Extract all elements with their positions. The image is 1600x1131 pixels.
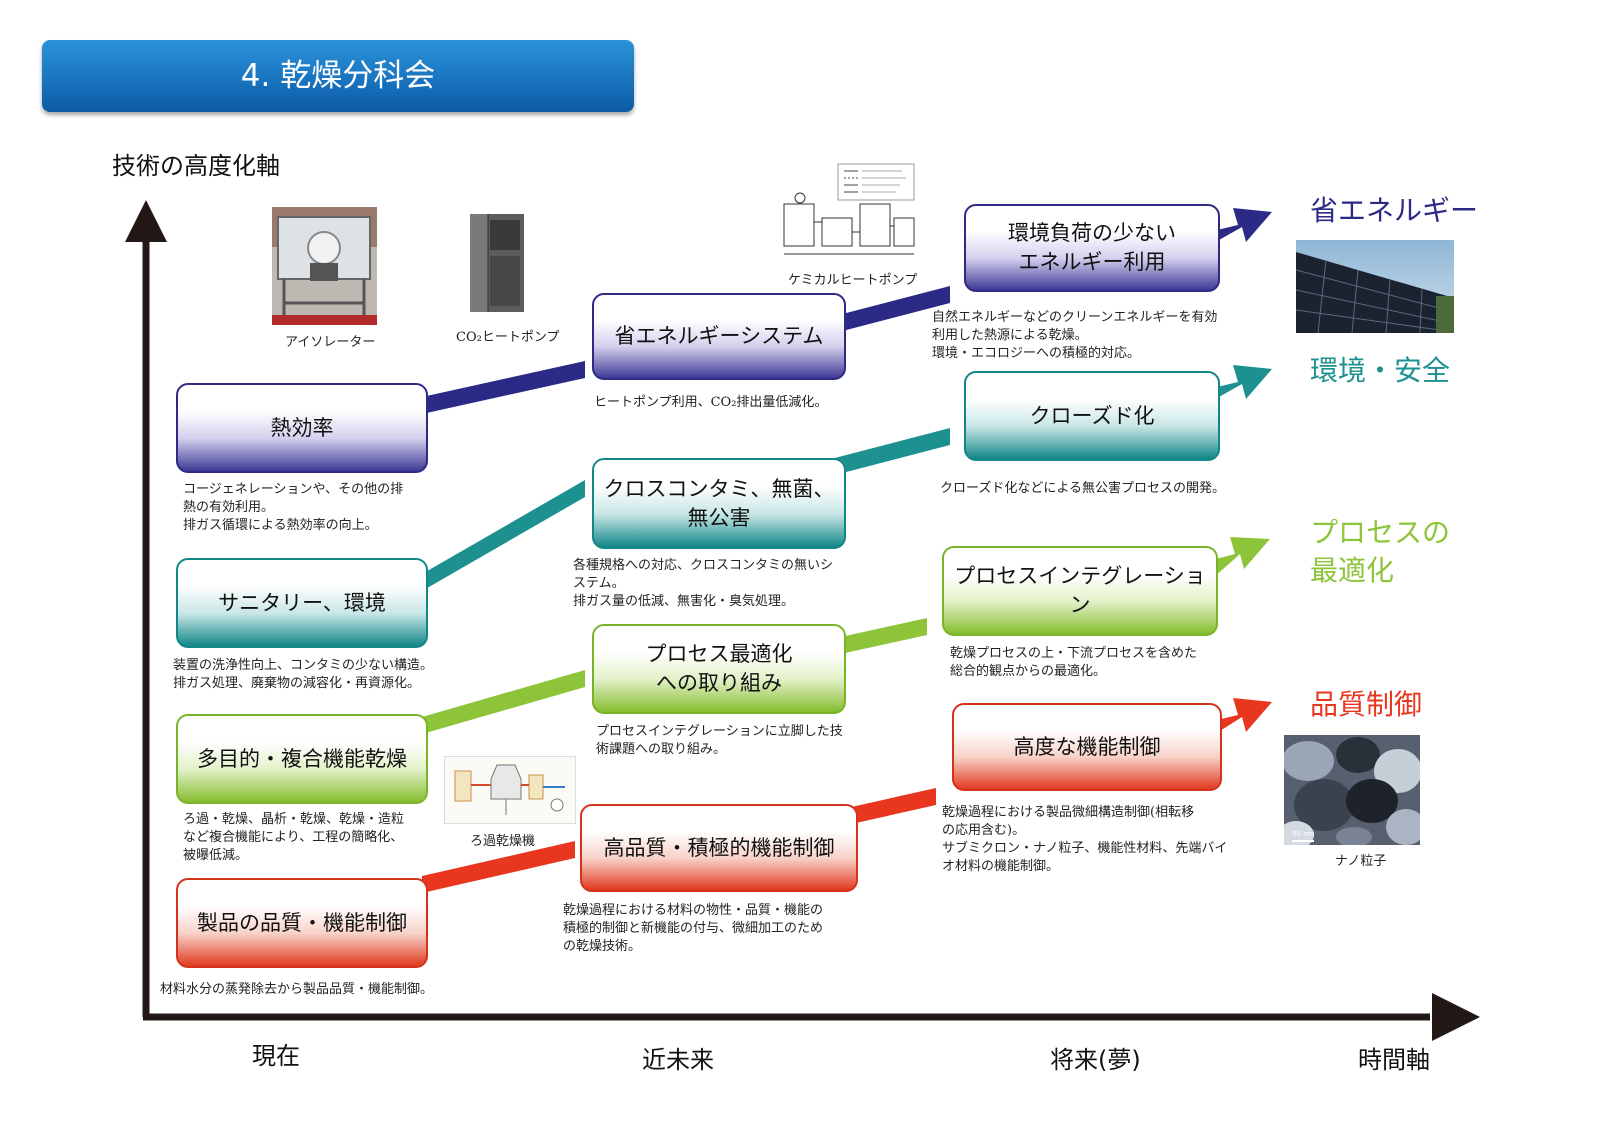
isolator-caption: アイソレーター (285, 335, 376, 350)
energy-note-present: コージェネレーションや、その他の排 熱の有効利用。 排ガス循環による熱効率の向上… (183, 482, 404, 533)
process-note-present: ろ過・乾燥、晶析・乾燥、乾燥・造粒 など複合機能により、工程の簡略化、 被曝低減… (183, 812, 405, 863)
isolator-image (272, 207, 377, 325)
environment-goal-label: 環境・安全 (1310, 354, 1451, 387)
environment-note-future: クローズド化などによる無公害プロセスの開発。 (940, 481, 1225, 496)
process-box-multipurpose-drying: 多目的・複合機能乾燥 (176, 714, 428, 804)
environment-track-arrow (422, 480, 585, 591)
process-note-near-future: プロセスインテグレーションに立脚した技 術課題への取り組み。 (596, 724, 843, 757)
quality-goal-label: 品質制御 (1310, 688, 1423, 721)
quality-note-future: 乾燥過程における製品微細構造制御(相転移 の応用含む)。 サブミクロン・ナノ粒子… (942, 805, 1228, 874)
environment-track-arrow (827, 428, 950, 477)
co2-heat-pump-caption: CO₂ヒートポンプ (456, 330, 560, 345)
process-goal-label: プロセスの 最適化 (1310, 516, 1451, 587)
quality-box-high-quality-control: 高品質・積極的機能制御 (580, 804, 858, 892)
x-axis-label: 時間軸 (1358, 1046, 1430, 1074)
process-goal-arrow (1212, 537, 1270, 577)
energy-note-near-future: ヒートポンプ利用、CO₂排出量低減化。 (594, 395, 828, 410)
environment-box-sanitary: サニタリー、環境 (176, 558, 428, 648)
scale-bar-label: 50 nm (1292, 830, 1315, 838)
time-label-future: 将来(夢) (1050, 1046, 1141, 1074)
quality-box-advanced-function-control: 高度な機能制御 (952, 703, 1222, 791)
environment-note-near-future: 各種規格への対応、クロスコンタミの無いシ ステム。 排ガス量の低減、無害化・臭気… (573, 558, 834, 609)
process-track-arrow (422, 670, 585, 734)
quality-note-near-future: 乾燥過程における材料の物性・品質・機能の 積極的制御と新機能の付与、微細加工のた… (563, 903, 824, 954)
time-label-present: 現在 (252, 1042, 300, 1070)
energy-track-arrow (422, 361, 585, 414)
time-label-near-future: 近未来 (642, 1046, 714, 1074)
title-banner: 4. 乾燥分科会 (42, 40, 634, 112)
energy-box-energy-saving-system: 省エネルギーシステム (592, 293, 846, 380)
environment-note-present: 装置の洗浄性向上、コンタミの少ない構造。 排ガス処理、廃棄物の減容化・再資源化。 (173, 658, 434, 691)
energy-box-thermal-efficiency: 熱効率 (176, 383, 428, 473)
solar-panel-image (1296, 240, 1454, 333)
nano-particle-caption: ナノ粒子 (1335, 854, 1387, 869)
process-note-future: 乾燥プロセスの上・下流プロセスを含めた 総合的観点からの最適化。 (950, 646, 1198, 679)
filter-dryer-diagram (444, 756, 576, 824)
energy-box-low-impact-energy: 環境負荷の少ない エネルギー利用 (964, 204, 1220, 292)
y-axis-label: 技術の高度化軸 (112, 152, 280, 180)
x-axis-arrowhead (1432, 993, 1480, 1041)
co2-heat-pump-image (466, 212, 528, 314)
energy-goal-label: 省エネルギー (1310, 194, 1479, 227)
quality-track-arrow (422, 841, 575, 893)
environment-box-closed-system: クローズド化 (964, 371, 1220, 461)
energy-track-arrow (827, 286, 950, 335)
chemical-heat-pump-diagram (782, 162, 916, 262)
quality-note-present: 材料水分の蒸発除去から製品品質・機能制御。 (160, 982, 434, 997)
process-box-process-integration: プロセスインテグレーション (942, 546, 1218, 636)
quality-track-arrow (838, 788, 936, 827)
filter-dryer-caption: ろ過乾燥機 (470, 834, 536, 849)
chemical-heat-pump-caption: ケミカルヒートポンプ (788, 273, 918, 288)
quality-box-product-quality: 製品の品質・機能制御 (176, 878, 428, 968)
nano-particle-image: 50 nm (1284, 735, 1420, 845)
y-axis-arrowhead (125, 200, 167, 242)
energy-note-future: 自然エネルギーなどのクリーンエネルギーを有効 利用した熱源による乾燥。 環境・エ… (932, 310, 1218, 361)
process-track-arrow (827, 618, 927, 657)
process-box-process-optimization: プロセス最適化 への取り組み (592, 624, 846, 714)
environment-box-cross-contamination: クロスコンタミ、無菌、 無公害 (592, 458, 846, 549)
